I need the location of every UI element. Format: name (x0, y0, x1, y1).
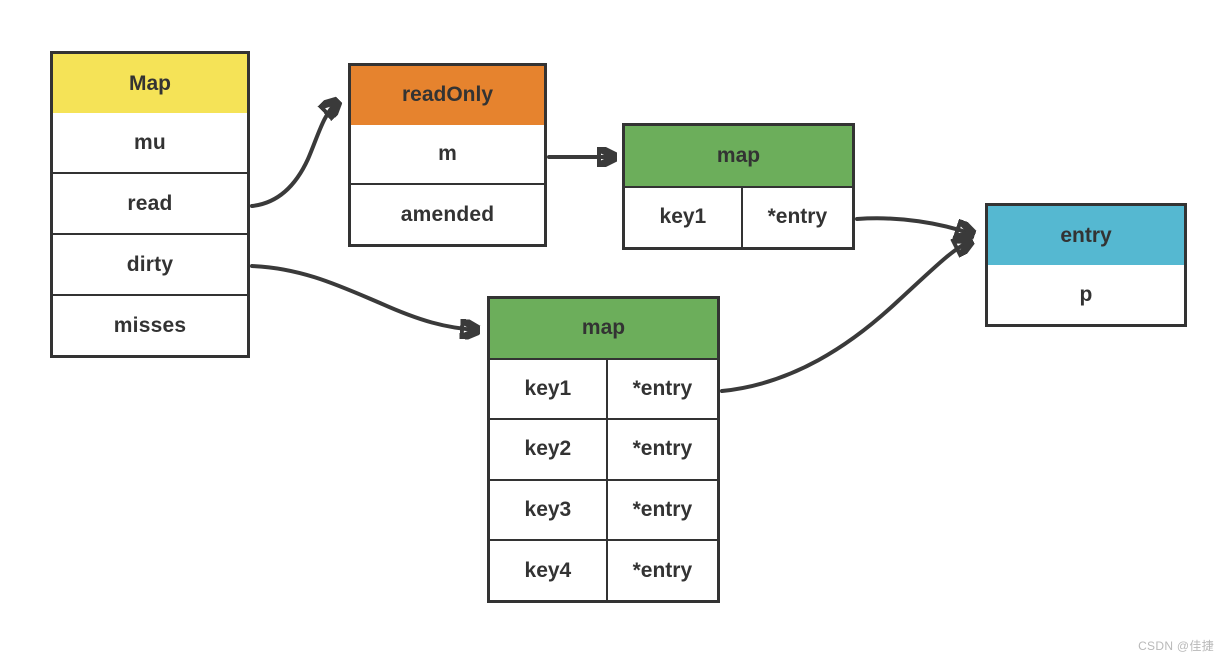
entry-struct-header: entry (988, 206, 1184, 265)
arrow-dirty-map-entry-to-entry (720, 241, 970, 393)
readonly-struct: readOnly m amended (348, 63, 547, 247)
arrow-read-to-readonly (250, 102, 337, 208)
table-row: key1 *entry (490, 357, 717, 419)
table-row: key4 *entry (490, 539, 717, 600)
read-map-header: map (625, 126, 852, 186)
key-cell: key2 (490, 420, 608, 479)
field-m: m (438, 142, 457, 165)
map-struct-header: Map (53, 54, 247, 113)
entry-pointer-cell: *entry (632, 376, 693, 400)
key-cell: key4 (490, 541, 608, 600)
field-dirty: dirty (53, 233, 247, 294)
table-row: key1 *entry (625, 185, 852, 247)
entry-pointer-cell: *entry (632, 558, 693, 582)
field-read: read (53, 172, 247, 233)
arrow-read-map-entry-to-entry (855, 216, 972, 234)
entry-pointer-cell: *entry (632, 437, 693, 461)
field-p: p (1079, 282, 1093, 306)
table-row: key3 *entry (490, 478, 717, 540)
field-mu: mu (134, 130, 166, 154)
entry-struct: entry p (985, 203, 1187, 327)
csdn-watermark: CSDN @佳捷 (1138, 639, 1214, 653)
key-cell: key3 (490, 480, 608, 540)
map-struct: Map mu read dirty misses (50, 51, 250, 358)
entry-pointer-cell: *entry (767, 205, 828, 229)
arrow-dirty-to-dirty-map (250, 264, 477, 330)
dirty-map-table: map key1 *entry key2 *entry key3 *entry … (487, 296, 720, 603)
dirty-map-header: map (490, 299, 717, 358)
entry-pointer-cell: *entry (632, 498, 693, 522)
table-row: key2 *entry (490, 418, 717, 479)
field-misses: misses (53, 294, 247, 355)
key-cell: key1 (625, 187, 743, 247)
field-amended: amended (351, 183, 544, 244)
key-cell: key1 (490, 359, 608, 419)
readonly-struct-header: readOnly (351, 66, 544, 125)
read-map-table: map key1 *entry (622, 123, 855, 250)
